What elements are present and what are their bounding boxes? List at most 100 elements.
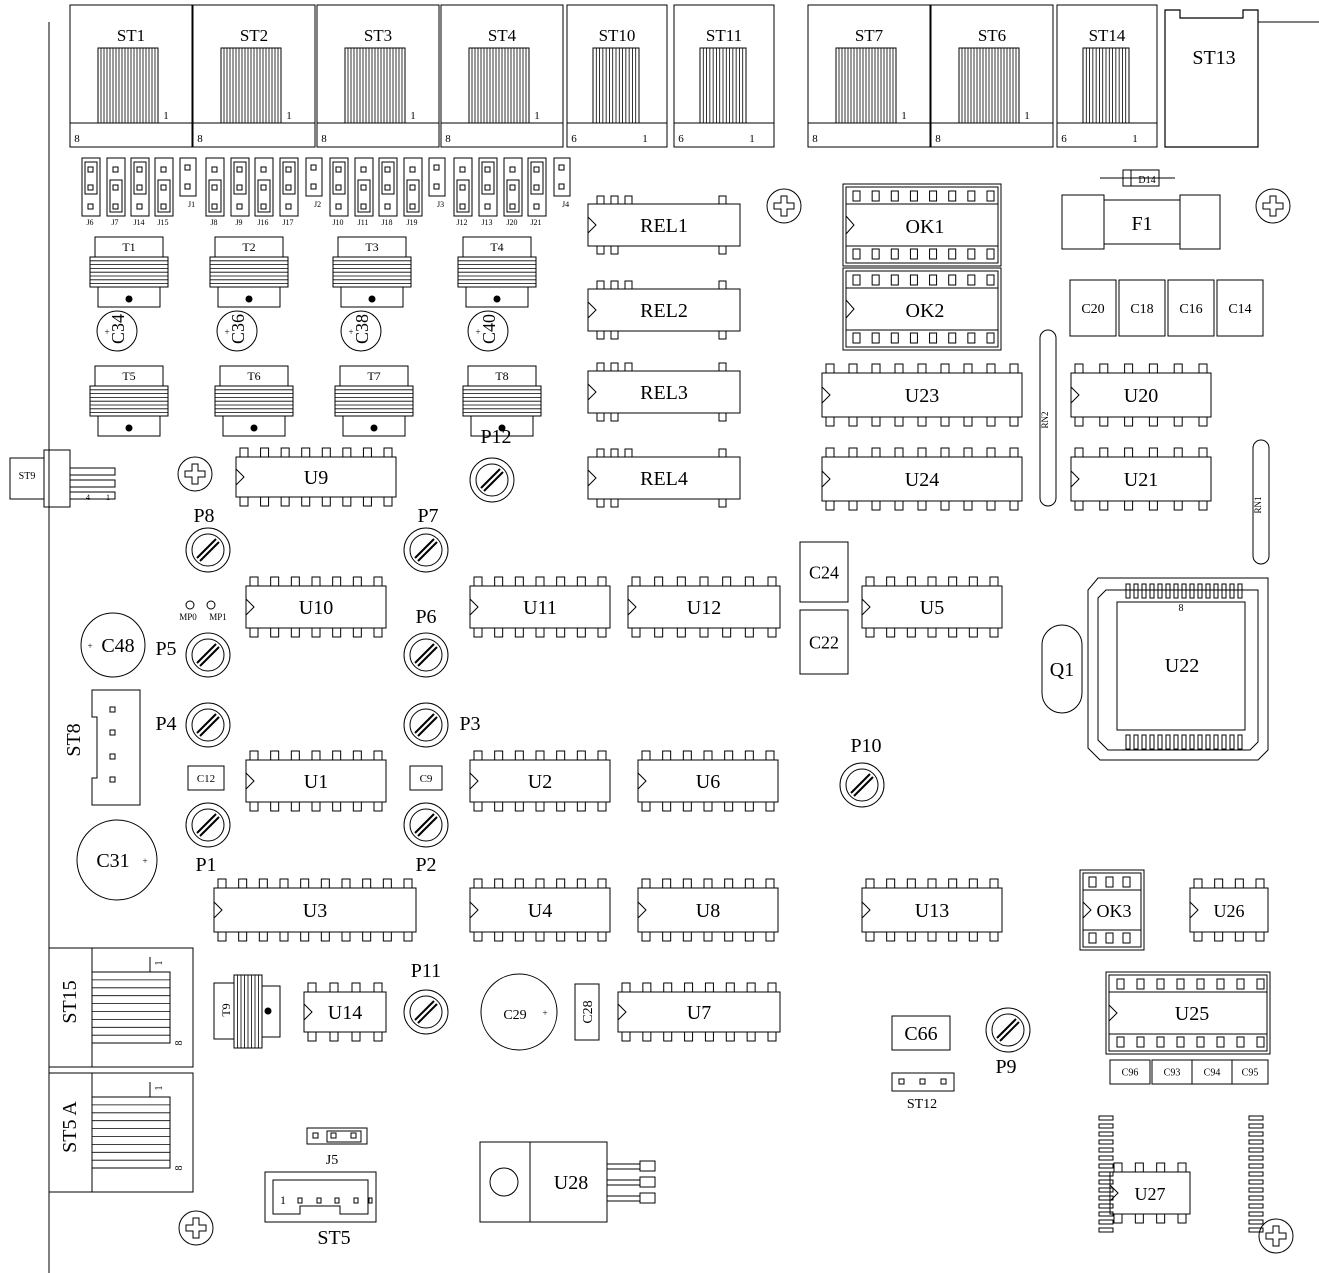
c66-label: C66: [904, 1023, 937, 1045]
st4-pin-last: 1: [534, 110, 540, 122]
d14-label: D14: [1138, 175, 1155, 186]
c38-label: C38: [352, 314, 372, 344]
jumper-j1: J1: [179, 157, 197, 209]
t5-label: T5: [122, 369, 135, 383]
p4-label: P4: [155, 713, 176, 735]
u26-label: U26: [1214, 901, 1245, 921]
st6-label: ST6: [978, 26, 1006, 45]
potentiometer-p9: P9: [985, 1007, 1031, 1078]
capacitor-c36: C36+: [216, 310, 258, 352]
st14-pin-last: 1: [1132, 133, 1138, 145]
diode-d14: D14: [1100, 169, 1175, 187]
p3-label: P3: [459, 713, 480, 735]
st14-label: ST14: [1089, 26, 1126, 45]
connector-st5: 1 ST5: [264, 1171, 377, 1249]
ic-u25: U25: [1105, 971, 1271, 1055]
capacitor-c95: C95: [1231, 1059, 1269, 1085]
u1-label: U1: [304, 771, 328, 793]
j5-label: J5: [326, 1153, 338, 1168]
jumper-j16: J16: [254, 157, 274, 227]
st1-pin-first: 8: [74, 133, 80, 145]
c96-label: C96: [1122, 1068, 1139, 1079]
potentiometer-p11: P11: [403, 960, 449, 1035]
st1-label: ST1: [117, 26, 145, 45]
ic-u10: U10: [245, 576, 387, 638]
u22-label: U22: [1165, 655, 1199, 677]
capacitor-c93: C93: [1151, 1059, 1193, 1085]
potentiometer-p5: P5: [155, 632, 231, 678]
jumper-j11: J11: [354, 157, 374, 227]
resistor-network-rn1: RN1: [1252, 439, 1270, 565]
jumper-label: J8: [210, 218, 217, 227]
potentiometer-p12: P12: [469, 426, 515, 503]
st7-pin-first: 8: [812, 133, 818, 145]
p12-label: P12: [480, 426, 511, 448]
ic-u9: U9: [235, 447, 397, 507]
potentiometer-p1: P1: [185, 802, 231, 876]
jumper-label: J18: [381, 218, 392, 227]
ic-u4: U4: [469, 878, 611, 942]
st5-label: ST5: [317, 1227, 350, 1249]
st1-pin-last: 1: [163, 110, 169, 122]
transformer-t4: T4: [457, 236, 537, 308]
st12-label: ST12: [907, 1097, 937, 1112]
u7-label: U7: [687, 1002, 711, 1024]
opto-ok3: OK3: [1079, 869, 1145, 951]
transformer-t8: T8: [462, 365, 542, 437]
st15-label: ST15: [59, 980, 81, 1023]
st11-label: ST11: [706, 26, 742, 45]
c48-plus: +: [87, 641, 92, 651]
u23-label: U23: [905, 385, 939, 407]
resistor-network-rn2: RN2: [1039, 329, 1057, 507]
st5-pin1-label: 1: [280, 1193, 286, 1207]
transformer-t6: T6: [214, 365, 294, 437]
u13-label: U13: [915, 900, 949, 922]
capacitor-c34: C34+: [96, 310, 138, 352]
ic-u23: U23: [821, 363, 1023, 427]
c94-label: C94: [1204, 1068, 1221, 1079]
t8-label: T8: [495, 369, 508, 383]
c28-label: C28: [581, 1000, 596, 1023]
capacitor-c66: C66: [891, 1015, 951, 1051]
transformer-t1: T1: [89, 236, 169, 308]
ic-u11: U11: [469, 576, 611, 638]
ic-u2: U2: [469, 750, 611, 812]
u25-label: U25: [1175, 1003, 1209, 1025]
transformer-t3: T3: [332, 236, 412, 308]
mp0-label: MP0: [179, 612, 197, 622]
u8-label: U8: [696, 900, 720, 922]
st2-pin-last: 1: [286, 110, 292, 122]
c40-label: C40: [479, 314, 499, 344]
screw-hole-icon: [766, 188, 802, 224]
c36-plus: +: [224, 327, 229, 337]
mp1-label: MP1: [209, 612, 227, 622]
c29-label: C29: [503, 1008, 526, 1023]
jumper-label: J6: [86, 218, 93, 227]
ic-u7: U7: [617, 982, 781, 1042]
st2-label: ST2: [240, 26, 268, 45]
connector-st9: ST9 1 4: [9, 449, 116, 508]
c48-label: C48: [101, 635, 134, 657]
relay-rel4: REL4: [587, 448, 741, 508]
jumper-label: J14: [133, 218, 144, 227]
regulator-u28: U28: [479, 1141, 656, 1223]
jumper-j2: J2: [305, 157, 323, 209]
c38-plus: +: [348, 327, 353, 337]
q1-label: Q1: [1050, 659, 1074, 681]
ic-u14: U14: [303, 982, 387, 1042]
st9-label: ST9: [19, 471, 36, 482]
relay-rel2: REL2: [587, 280, 741, 340]
u21-label: U21: [1124, 469, 1158, 491]
jumper-j13: J13: [478, 157, 498, 227]
capacitor-c18: C18: [1118, 279, 1166, 337]
capacitor-c29: C29 +: [480, 973, 558, 1051]
c29-plus: +: [542, 1008, 547, 1018]
